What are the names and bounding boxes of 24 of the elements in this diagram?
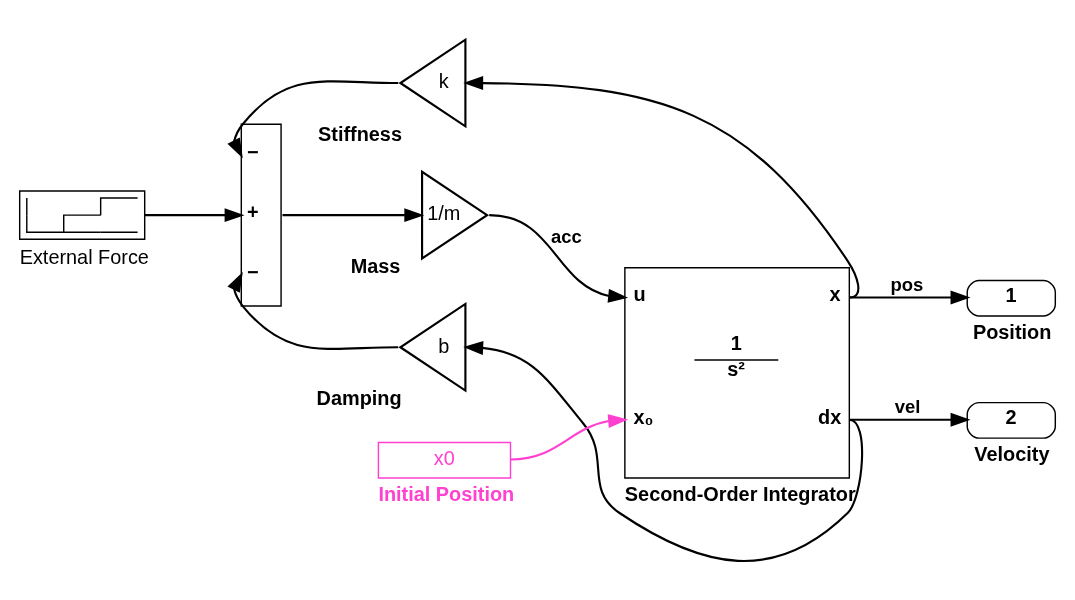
arrow: [227, 271, 399, 350]
arrow: [510, 413, 629, 461]
node-box: u x 1 s² x₀ dx: [624, 266, 851, 479]
node-label: Position: [972, 320, 1052, 343]
arrow: [489, 213, 629, 303]
edge-label: vel: [894, 395, 921, 417]
node-box: − + −: [240, 123, 282, 307]
edge-label: pos: [890, 273, 924, 295]
arrow: [227, 79, 399, 158]
arrow: [849, 290, 971, 304]
node-box: x0: [377, 441, 512, 479]
arrow: [144, 207, 245, 222]
edge-label: acc: [551, 225, 582, 247]
node-label: Velocity: [974, 442, 1050, 465]
arrow: [463, 340, 864, 562]
node-label: Initial Position: [378, 482, 515, 505]
node-label: External Force: [19, 245, 149, 268]
node-label: Second-Order Integrator: [624, 482, 856, 505]
node-box: 2: [966, 401, 1056, 439]
arrow: [282, 207, 425, 222]
node-box: 1: [966, 279, 1056, 317]
arrow: [463, 75, 860, 299]
node-label: Mass: [350, 254, 401, 277]
node-box: [19, 189, 146, 240]
